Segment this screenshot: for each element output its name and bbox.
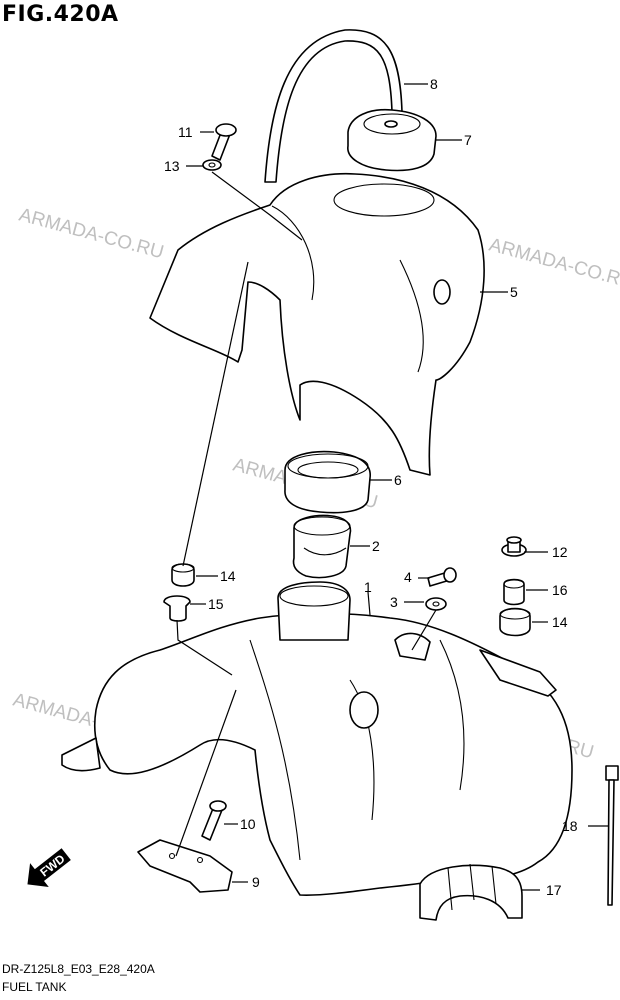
callout-16: 16 <box>552 582 568 598</box>
tank-cover-part-5 <box>149 172 485 476</box>
grommet-part-14-left <box>171 563 195 587</box>
washer-part-13 <box>202 159 222 171</box>
callout-8: 8 <box>430 76 438 92</box>
fuel-cap-part-7 <box>347 108 437 172</box>
callout-14-left: 14 <box>220 568 236 584</box>
watermark-1: ARMADA-CO.RU <box>17 205 166 264</box>
filler-neck-part-2 <box>292 514 352 579</box>
assembly-guide-lines <box>175 171 437 857</box>
figure-title: FIG.420A <box>2 2 119 27</box>
callout-4: 4 <box>404 569 412 585</box>
figure-code: DR-Z125L8_E03_E28_420A <box>2 962 155 976</box>
bolt-part-11 <box>211 123 237 161</box>
grommet-part-14-right <box>499 607 531 637</box>
forward-direction-badge: FWD <box>27 848 71 888</box>
callout-9: 9 <box>252 874 260 890</box>
callout-15: 15 <box>208 596 224 612</box>
figure-name: FUEL TANK <box>2 980 67 994</box>
callout-14-right: 14 <box>552 614 568 630</box>
callout-11: 11 <box>178 124 193 140</box>
bolt-part-10 <box>201 800 227 841</box>
bolt-part-12 <box>501 536 527 557</box>
callout-12: 12 <box>552 544 568 560</box>
washer-part-3 <box>425 597 447 611</box>
bracket-part-9 <box>137 839 233 893</box>
callout-7: 7 <box>464 132 472 148</box>
cushion-part-17 <box>419 863 523 921</box>
cable-tie-part-18 <box>605 765 619 906</box>
callout-labels: 8 7 11 13 5 6 2 14 15 1 4 3 12 16 14 10 … <box>164 76 578 898</box>
callout-1: 1 <box>364 579 372 595</box>
fuel-tank-part-1 <box>61 581 573 896</box>
collar-part-15 <box>163 595 191 622</box>
callout-13: 13 <box>164 158 180 174</box>
callout-2: 2 <box>372 538 380 554</box>
callout-18: 18 <box>562 818 578 834</box>
screw-part-4 <box>427 567 457 587</box>
callout-10: 10 <box>240 816 256 832</box>
watermark-2: ARMADA-CO.RU <box>487 235 620 294</box>
callout-3: 3 <box>390 594 398 610</box>
callout-17: 17 <box>546 882 562 898</box>
filler-collar-part-6 <box>284 450 371 514</box>
spacer-part-16 <box>503 578 525 606</box>
callout-leaders <box>186 83 608 891</box>
callout-6: 6 <box>394 472 402 488</box>
callout-5: 5 <box>510 284 518 300</box>
